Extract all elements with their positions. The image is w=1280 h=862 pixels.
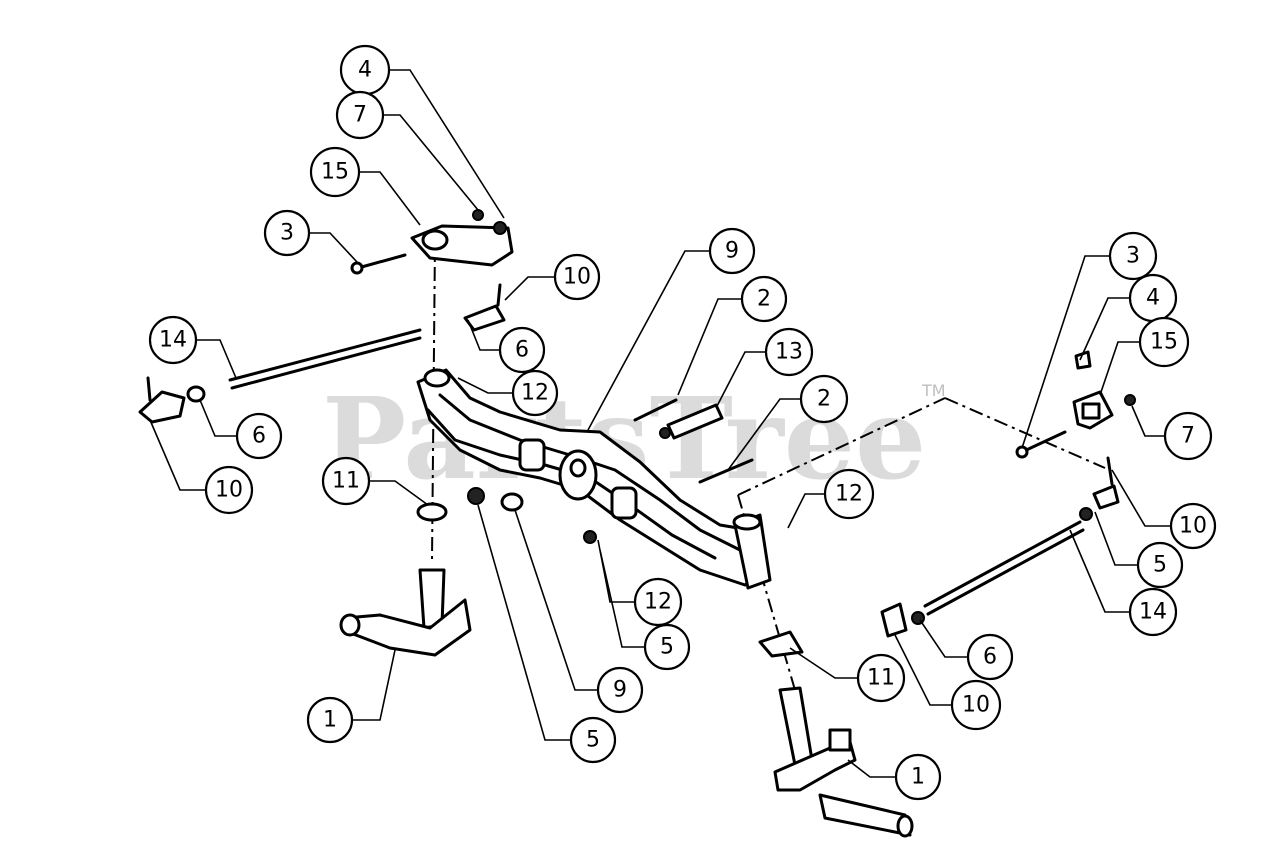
callout-label: 13 bbox=[775, 340, 803, 365]
callout-9-upper: 9 bbox=[708, 227, 756, 275]
callout-label: 12 bbox=[835, 482, 863, 507]
callout-label: 14 bbox=[159, 328, 187, 353]
callout-label: 11 bbox=[332, 469, 360, 494]
right-spindle bbox=[758, 630, 914, 838]
callout-3-right: 3 bbox=[1108, 231, 1158, 281]
right-steering-bracket bbox=[1015, 350, 1136, 486]
callout-label: 2 bbox=[757, 287, 771, 312]
callout-1-right: 1 bbox=[894, 753, 942, 801]
callouts: 4 7 15 3 10 6 14 6 10 9 2 13 12 2 12 11 … bbox=[148, 44, 1217, 801]
callout-label: 6 bbox=[983, 645, 997, 670]
callout-label: 6 bbox=[252, 424, 266, 449]
left-spindle bbox=[339, 502, 472, 657]
callout-11-right: 11 bbox=[856, 653, 906, 703]
callout-label: 9 bbox=[613, 678, 627, 703]
callout-label: 15 bbox=[1150, 330, 1178, 355]
callout-10-left: 10 bbox=[204, 465, 254, 515]
callout-10-lower-right: 10 bbox=[950, 679, 1002, 731]
callout-7-left: 7 bbox=[335, 90, 385, 140]
callout-1-left: 1 bbox=[306, 696, 354, 744]
callout-label: 3 bbox=[280, 221, 294, 246]
callout-14-right: 14 bbox=[1128, 587, 1178, 637]
callout-label: 14 bbox=[1139, 600, 1167, 625]
callout-6-right: 6 bbox=[966, 633, 1014, 681]
beam-hardware bbox=[467, 398, 754, 544]
callout-label: 10 bbox=[215, 478, 243, 503]
callout-label: 1 bbox=[323, 708, 337, 733]
front-axle-beam bbox=[416, 368, 772, 590]
callout-13: 13 bbox=[764, 327, 814, 377]
callout-label: 5 bbox=[660, 635, 674, 660]
right-bracket-centerline-a bbox=[737, 397, 946, 496]
leader-lines bbox=[149, 69, 1172, 778]
callout-label: 7 bbox=[1181, 424, 1195, 449]
callout-label: 4 bbox=[1146, 286, 1160, 311]
callout-6-upper: 6 bbox=[498, 326, 546, 374]
callout-5-middle: 5 bbox=[643, 623, 691, 671]
callout-5-lower: 5 bbox=[569, 716, 617, 764]
callout-7-right: 7 bbox=[1163, 411, 1213, 461]
callout-label: 2 bbox=[817, 387, 831, 412]
callout-label: 5 bbox=[586, 728, 600, 753]
callout-12-right: 12 bbox=[823, 468, 875, 520]
callout-2-middle: 2 bbox=[799, 374, 849, 424]
callout-label: 12 bbox=[521, 381, 549, 406]
right-tie-rod bbox=[880, 484, 1120, 638]
callout-label: 11 bbox=[867, 666, 895, 691]
callout-label: 1 bbox=[911, 765, 925, 790]
callout-label: 9 bbox=[725, 239, 739, 264]
callout-11-left: 11 bbox=[321, 456, 371, 506]
callout-5-right: 5 bbox=[1136, 541, 1184, 589]
right-bracket-centerline-b bbox=[944, 397, 1106, 469]
callout-label: 5 bbox=[1153, 553, 1167, 578]
callout-15-left: 15 bbox=[309, 146, 361, 198]
callout-label: 15 bbox=[321, 160, 349, 185]
callout-2-upper: 2 bbox=[740, 275, 788, 323]
callout-label: 10 bbox=[563, 265, 591, 290]
callout-15-right: 15 bbox=[1138, 316, 1190, 368]
callout-label: 3 bbox=[1126, 244, 1140, 269]
callout-4-right: 4 bbox=[1128, 273, 1178, 323]
left-steering-arm bbox=[350, 209, 514, 332]
callout-label: 4 bbox=[358, 58, 372, 83]
callout-3-left: 3 bbox=[263, 209, 311, 257]
callout-12-lower: 12 bbox=[633, 577, 683, 627]
callout-label: 10 bbox=[962, 693, 990, 718]
callout-label: 6 bbox=[515, 338, 529, 363]
callout-label: 7 bbox=[353, 103, 367, 128]
watermark-trademark: TM bbox=[921, 381, 946, 400]
callout-10-upper: 10 bbox=[553, 253, 601, 301]
callout-9-lower: 9 bbox=[596, 666, 644, 714]
callout-10-right: 10 bbox=[1169, 502, 1217, 550]
callout-label: 10 bbox=[1179, 514, 1207, 539]
callout-12-upper: 12 bbox=[511, 369, 559, 417]
callout-14-left: 14 bbox=[148, 315, 198, 365]
callout-4-left: 4 bbox=[339, 44, 391, 96]
callout-label: 12 bbox=[644, 590, 672, 615]
callout-6-left: 6 bbox=[235, 412, 283, 460]
